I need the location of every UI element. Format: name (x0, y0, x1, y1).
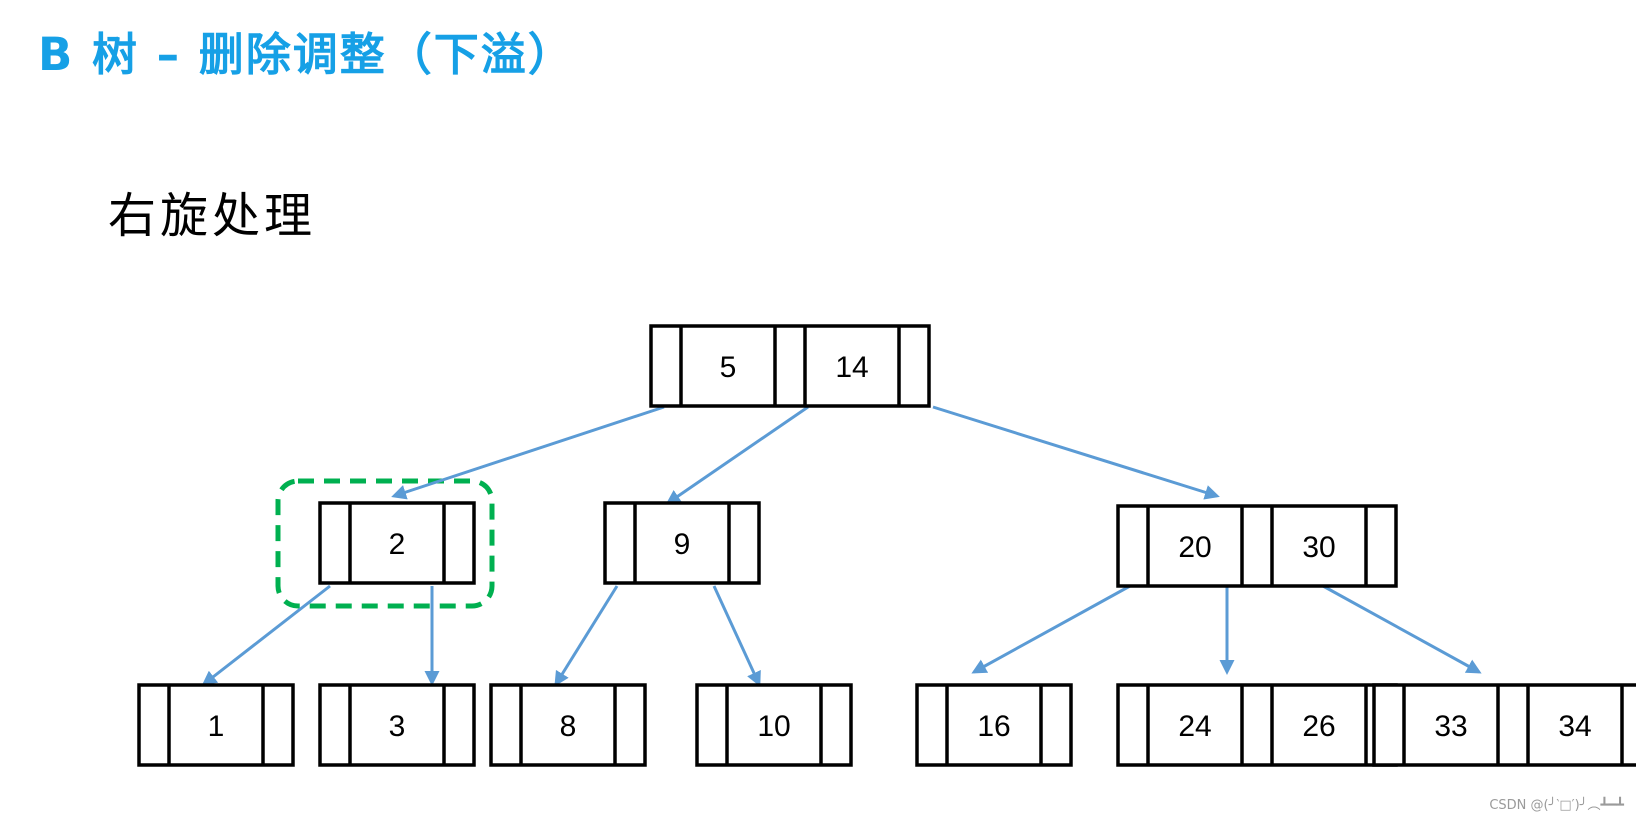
page-title: B 树 – 删除调整（下溢） (38, 28, 575, 81)
tree-edge-root-to-n9 (665, 405, 809, 505)
node-key-16: 16 (977, 710, 1010, 743)
tree-edge-n20_30-to-n33_34 (1322, 584, 1482, 674)
btree-node-n24_26: 24 26 (1116, 683, 1398, 767)
node-key-24: 24 (1178, 710, 1211, 743)
node-frame (489, 683, 647, 767)
tree-edge-n20_30-to-n16 (971, 584, 1131, 674)
underflow-highlight-box (275, 478, 495, 609)
tree-edge-n2-to-n1 (201, 584, 331, 686)
node-frame (1116, 504, 1398, 588)
tree-edge-n9-to-n8 (554, 585, 619, 687)
btree-node-n1: 1 (137, 683, 295, 767)
node-key-3: 3 (389, 710, 406, 743)
node-key-14: 14 (835, 351, 868, 384)
btree-node-n16: 16 (915, 683, 1073, 767)
node-key-9: 9 (674, 528, 691, 561)
tree-edge-n9-to-n10 (712, 585, 761, 687)
node-frame (649, 324, 931, 408)
tree-edge-root-to-n2 (391, 405, 665, 500)
section-subtitle: 右旋处理 (108, 188, 317, 244)
btree-node-n3: 3 (318, 683, 476, 767)
node-frame (1116, 683, 1398, 767)
node-key-2: 2 (389, 528, 406, 561)
node-key-30: 30 (1302, 531, 1335, 564)
btree-node-n10: 10 (695, 683, 853, 767)
node-key-8: 8 (560, 710, 577, 743)
node-key-26: 26 (1302, 710, 1335, 743)
btree-node-n33_34: 33 34 (1372, 683, 1636, 767)
node-key-5: 5 (720, 351, 737, 384)
node-key-1: 1 (208, 710, 225, 743)
node-key-10: 10 (757, 710, 790, 743)
node-frame (603, 501, 761, 585)
tree-edge-root-to-n20_30 (932, 405, 1220, 500)
watermark: CSDN @(╯‵□′)╯︵┻━┻ (1489, 798, 1624, 813)
node-key-34: 34 (1558, 710, 1591, 743)
node-key-33: 33 (1434, 710, 1467, 743)
btree-node-n2: 2 (318, 501, 476, 585)
btree-node-n8: 8 (489, 683, 647, 767)
node-key-20: 20 (1178, 531, 1211, 564)
node-frame (1372, 683, 1636, 767)
node-frame (318, 683, 476, 767)
node-frame (318, 501, 476, 585)
btree-node-n9: 9 (603, 501, 761, 585)
node-frame (915, 683, 1073, 767)
btree-node-root: 5 14 (649, 324, 931, 408)
node-frame (695, 683, 853, 767)
node-frame (137, 683, 295, 767)
